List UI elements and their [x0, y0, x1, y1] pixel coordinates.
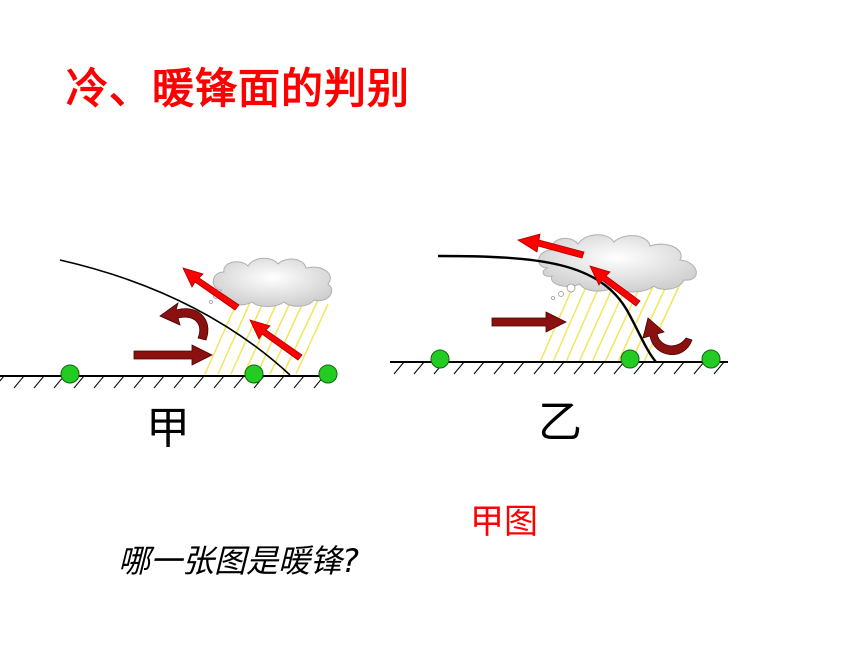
- answer-text: 甲图: [470, 502, 538, 542]
- cloud-jia: [212, 257, 333, 307]
- station-dot: [430, 349, 450, 369]
- rain-area-jia: [204, 293, 329, 375]
- page-title: 冷、暖锋面的判别: [66, 64, 411, 113]
- diagram-label-jia: 甲: [146, 403, 190, 454]
- station-dot: [701, 349, 721, 369]
- cold-air-arrow-jia: [133, 344, 213, 366]
- station-dot: [318, 364, 338, 384]
- diagram-jia: [0, 257, 338, 389]
- curved-arrow-yi: [642, 317, 693, 356]
- station-dot: [244, 364, 264, 384]
- cold-air-arrow-yi: [491, 311, 567, 333]
- diagram-yi: [390, 233, 728, 375]
- station-dot: [620, 349, 640, 369]
- question-text: 哪一张图是暖锋?: [118, 542, 359, 580]
- diagram-label-yi: 乙: [538, 397, 582, 448]
- stations-yi: [430, 349, 721, 369]
- cloud-yi: [538, 234, 697, 293]
- ground-jia: [0, 375, 336, 389]
- stations-jia: [60, 364, 338, 384]
- warm-air-arrows-jia: [182, 267, 303, 361]
- station-dot: [60, 364, 80, 384]
- front-surface-jia: [59, 259, 291, 376]
- curved-arrow-jia: [159, 301, 209, 341]
- cloud-bubbles-yi: [551, 283, 576, 300]
- front-surface-yi: [437, 254, 657, 363]
- warm-air-arrows-yi: [517, 233, 641, 307]
